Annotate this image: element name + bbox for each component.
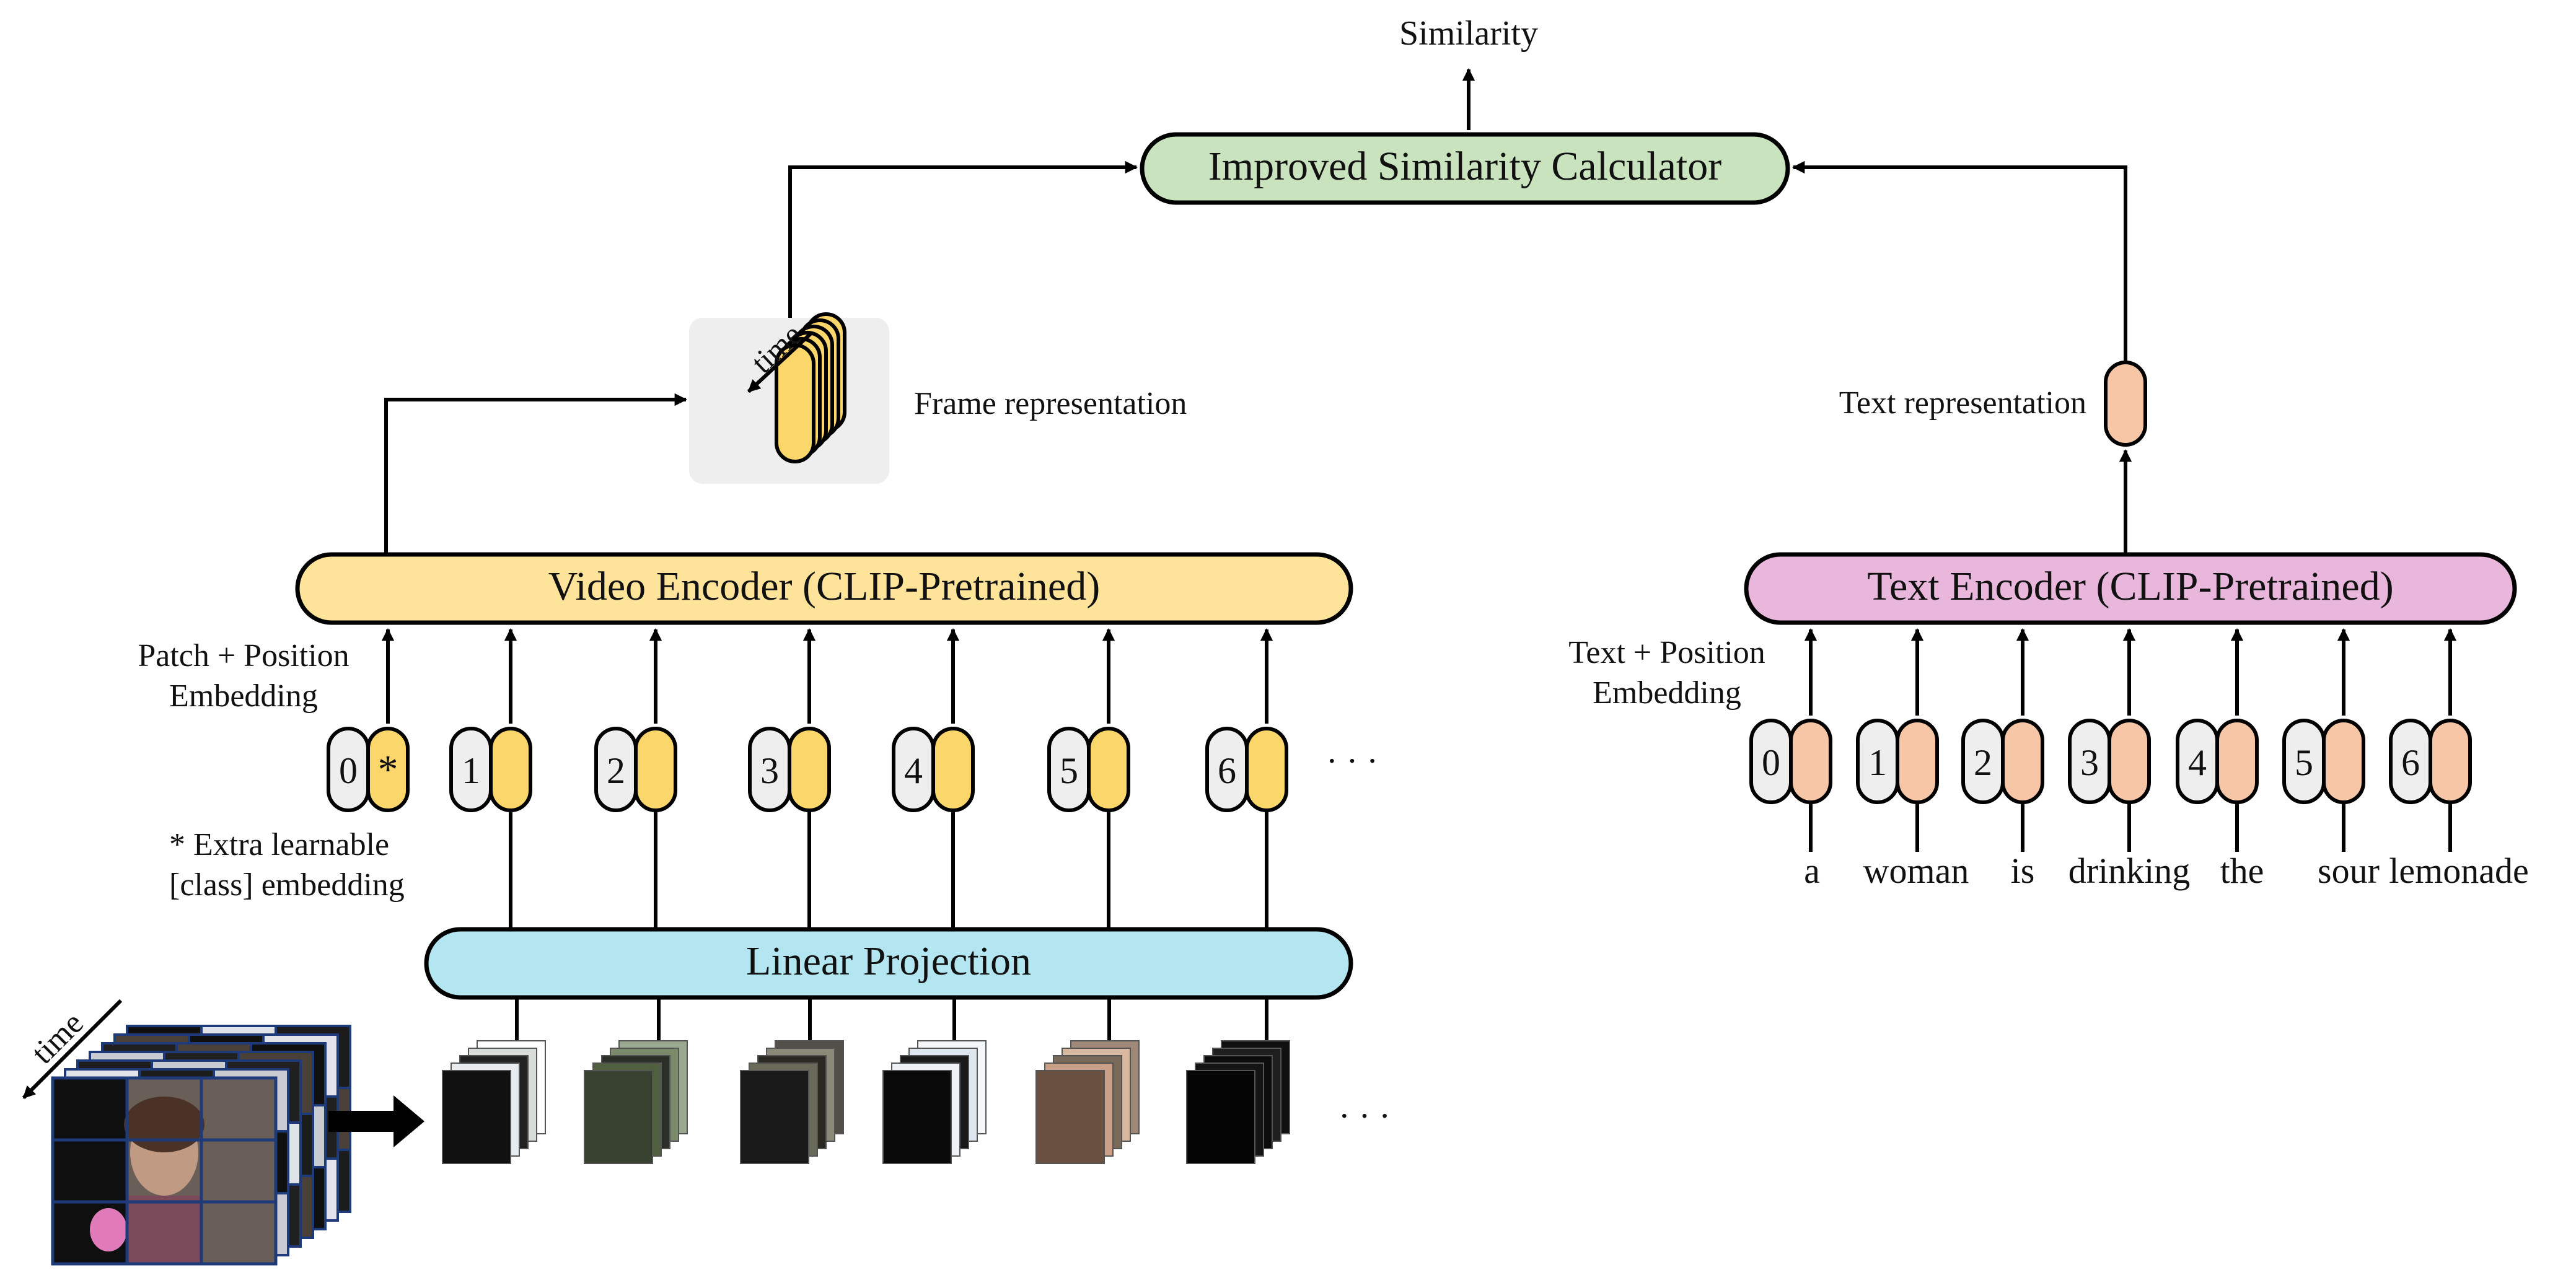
improved-similarity-calculator [1140,132,1790,205]
text-to-calculator-arrow [1791,160,2127,362]
text-token-embedding-pill [1896,719,1939,804]
video-token-class-marker: * [378,747,398,792]
frame-to-calculator-arrow [788,160,1138,322]
text-token-index-label: 4 [2188,742,2207,783]
patch-ellipsis: · · · [1339,1097,1391,1136]
text-embedding-label-line2: Embedding [1593,675,1741,711]
video-token-index-label: 1 [462,750,480,791]
patch-stack-frame [740,1070,809,1164]
video-token-ellipsis: · · · [1326,742,1378,781]
video-token-index-label: 2 [607,750,625,791]
text-encoder-box [1744,552,2517,625]
frame-stack [775,312,846,463]
video-token-embedding-pill [788,727,831,812]
frame-representation-label: Frame representation [914,386,1187,421]
text-token-embedding-pill [2429,719,2472,804]
text-representation-token [2104,361,2147,447]
patch-stack-frame [1035,1070,1105,1164]
text-token-index-label: 6 [2401,742,2420,783]
text-word-label: woman [1863,851,1969,891]
input-video-shirt [127,1196,201,1264]
frame-time-arrow [747,331,814,393]
input-video-front-patch [200,1200,278,1266]
text-token-row: 0 a 1 woman 2 is 3 drinking 4 the 5 sour 6 lemonade [1749,628,2529,891]
similarity-label: Similarity [1399,14,1538,53]
text-representation-label: Text representation [1839,385,2086,421]
video-encoder-box [295,552,1353,625]
text-encoder-label: Text Encoder (CLIP-Pretrained) [1867,564,2393,609]
text-token-embedding-pill [1789,719,1832,804]
input-to-patches-arrow [328,1095,424,1147]
text-token-index-label: 2 [1974,742,1992,783]
input-video-hair [124,1097,204,1152]
video-token-embedding-pill [1087,727,1130,812]
text-token-index-label: 5 [2295,742,2313,783]
linear-projection-label: Linear Projection [746,939,1031,984]
patch-stack-frame [1186,1070,1255,1164]
video-token-index-label: 6 [1218,750,1236,791]
video-encoder-label: Video Encoder (CLIP-Pretrained) [548,564,1100,609]
video-token-embedding-pill [366,727,410,812]
video-token-embedding-pill [1245,727,1288,812]
text-token-embedding-pill [2001,719,2044,804]
text-word-label: a [1804,851,1820,891]
patch-stack-frame [882,1070,952,1164]
text-word-label: the [2220,851,2264,891]
video-token-row: 0 * 1 2 3 4 5 6 [327,628,1288,929]
text-token-embedding-pill [2215,719,2259,804]
extra-embedding-note-line1: * Extra learnable [169,827,389,862]
text-token-index-label: 0 [1762,742,1780,783]
video-token-index-label: 4 [904,750,923,791]
text-word-label: sour [2318,851,2380,891]
video-token-embedding-pill [931,727,975,812]
patch-stack-row [442,997,1290,1164]
video-token-embedding-pill [634,727,677,812]
patch-stack-frame [584,1070,653,1164]
linear-projection-box [424,927,1353,1000]
video-token-index-label: 5 [1060,750,1078,791]
patch-stack-frame [442,1070,511,1164]
text-token-embedding-pill [2322,719,2365,804]
input-video-front-frame [51,1076,278,1266]
patch-embedding-label-line1: Patch + Position [138,638,349,673]
input-video-frames [51,1025,351,1266]
frame-representation-panel: time [689,312,889,484]
text-word-label: drinking [2068,851,2191,891]
video-token-index-label: 0 [339,750,358,791]
input-video-cup [90,1208,127,1251]
text-token-index-label: 3 [2080,742,2099,783]
text-token-embedding-pill [2108,719,2151,804]
extra-embedding-note-line2: [class] embedding [169,867,405,903]
text-embedding-label-line1: Text + Position [1568,635,1765,670]
text-token-index-label: 1 [1868,742,1887,783]
text-word-label: lemonade [2389,851,2528,891]
video-time-arrow [22,999,123,1100]
video-token-index-label: 3 [760,750,779,791]
video-encoder-to-frame-arrow [384,393,688,553]
video-token-embedding-pill [489,727,532,812]
text-word-label: is [2011,851,2035,891]
frame-representation-token [775,343,815,463]
calculator-label: Improved Similarity Calculator [1208,144,1722,189]
patch-embedding-label-line2: Embedding [169,678,318,714]
